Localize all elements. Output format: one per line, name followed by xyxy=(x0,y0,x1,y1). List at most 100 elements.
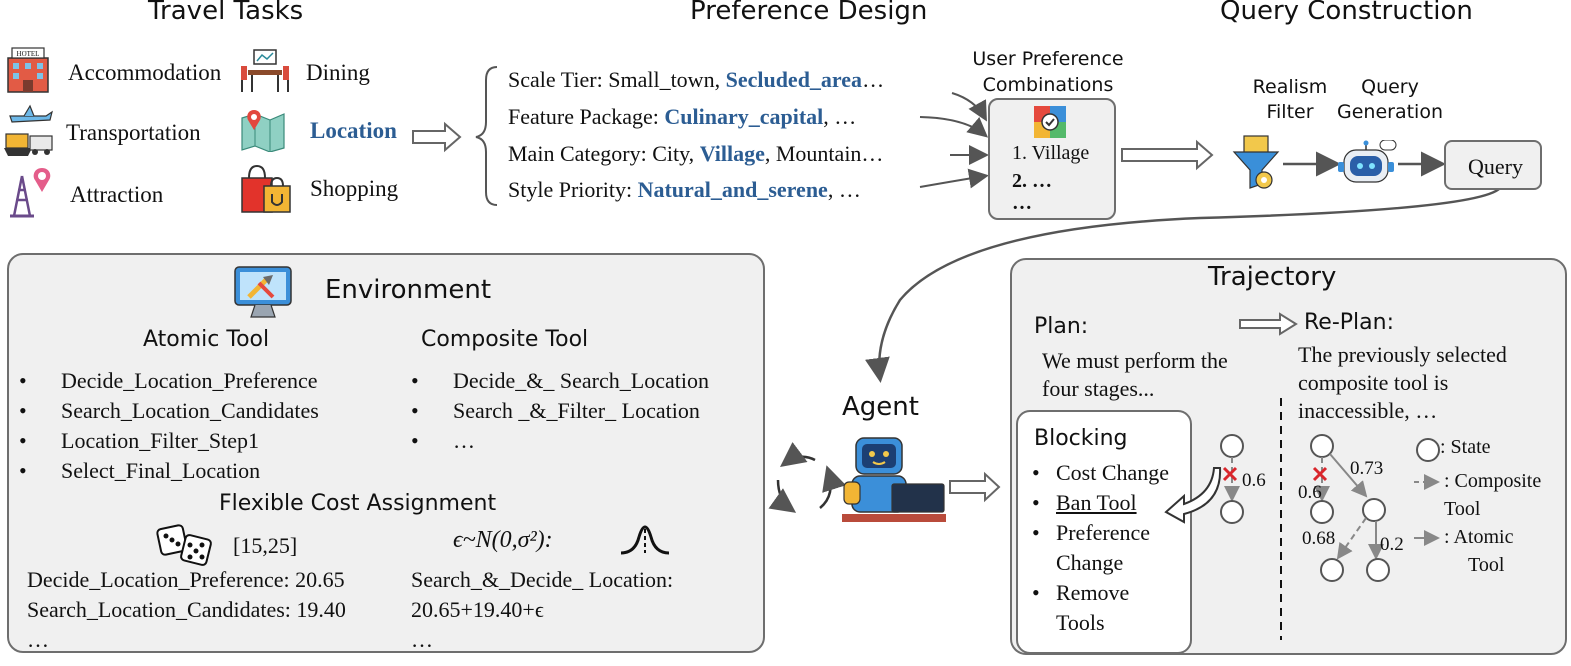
legend-composite-arrow xyxy=(1414,474,1440,490)
agent-label: Agent xyxy=(842,392,919,422)
user-preference-combinations-label: User Preference Combinations xyxy=(972,48,1124,96)
composite-cost-row: Search_&_Decide_ Location: xyxy=(411,567,674,592)
atomic-tool-item: Decide_Location_Preference xyxy=(61,368,318,393)
legend-state-label: : State xyxy=(1440,436,1491,458)
dice-icon xyxy=(156,524,212,566)
combo-item-1: 1. Village xyxy=(1012,142,1090,164)
query-to-agent-arrow xyxy=(865,187,1501,383)
blocking-title: Blocking xyxy=(1034,426,1128,451)
composite-tool-item: … xyxy=(453,428,475,453)
transportation-icon xyxy=(4,104,53,156)
monitor-tools-icon xyxy=(234,266,292,318)
atomic-tool-item: Location_Filter_Step1 xyxy=(61,428,259,453)
left-tree-weight: 0.6 xyxy=(1242,470,1266,491)
task-attraction: Attraction xyxy=(70,182,164,207)
legend-composite-label: Tool xyxy=(1444,498,1481,520)
atomic-cost-row: Decide_Location_Preference: 20.65 xyxy=(27,567,345,592)
pref-label: Main Category: xyxy=(508,141,653,166)
noise-formula: ϵ~N(0,σ²): xyxy=(453,527,553,553)
brace xyxy=(475,66,498,206)
dining-icon xyxy=(241,49,289,92)
trajectory-panel: Trajectory Plan: We must perform the fou… xyxy=(1010,258,1567,655)
atomic-tool-title: Atomic Tool xyxy=(143,327,270,352)
pref-highlight: Secluded_area xyxy=(725,67,863,92)
left-tree xyxy=(1220,434,1244,524)
pref-arrow-4 xyxy=(919,168,989,189)
preference-design-title: Preference Design xyxy=(690,0,928,26)
dashed-separator xyxy=(1280,398,1282,640)
task-accommodation: Accommodation xyxy=(68,60,222,85)
atomic-tool-item: Search_Location_Candidates xyxy=(61,398,319,423)
bell-curve-icon xyxy=(620,525,670,555)
funnel-gear-icon xyxy=(1232,135,1280,189)
replan-text-line: composite tool is xyxy=(1298,370,1449,395)
pref-highlight: Village xyxy=(699,141,765,166)
composite-cost-row: 20.65+19.40+ϵ xyxy=(411,597,544,622)
hollow-arrow xyxy=(1121,139,1214,171)
pref-highlight: Culinary_capital xyxy=(664,104,824,129)
blocking-item: Change xyxy=(1056,550,1124,575)
pref-row-main-category: Main Category: City, Village, Mountain… xyxy=(508,141,883,167)
pref-row-scale-tier: Scale Tier: Small_town, Secluded_area… xyxy=(508,67,884,93)
pref-row-feature-package: Feature Package: Culinary_capital, … xyxy=(508,104,856,130)
pref-label: Style Priority: xyxy=(508,177,638,202)
blocking-item: Preference xyxy=(1056,520,1151,545)
composite-tool-item: • xyxy=(411,428,419,453)
combo-item-3: … xyxy=(1012,192,1032,214)
task-shopping: Shopping xyxy=(310,176,399,201)
hollow-arrow xyxy=(949,471,1001,503)
blocking-item: Cost Change xyxy=(1056,460,1170,485)
travel-tasks-title: Travel Tasks xyxy=(148,0,304,26)
realism-filter-label: Realism Filter xyxy=(1252,76,1328,123)
blocking-bullet: • xyxy=(1032,490,1040,515)
composite-tool-item: Search _&_Filter_ Location xyxy=(453,398,700,423)
query-box-label: Query xyxy=(1468,154,1523,179)
atomic-tool-item: • xyxy=(19,368,27,393)
hotel-icon: HOTEL xyxy=(7,47,49,93)
task-transportation: Transportation xyxy=(66,120,201,145)
blocking-bullet: • xyxy=(1032,520,1040,545)
pref-plain: City, xyxy=(652,141,700,166)
robot-icon xyxy=(1338,140,1397,183)
task-dining: Dining xyxy=(306,60,370,85)
composite-cost-row: … xyxy=(411,627,433,652)
legend-state-icon xyxy=(1416,438,1440,462)
query-generation-label: Query Generation xyxy=(1337,76,1443,123)
composite-tool-item: Decide_&_ Search_Location xyxy=(453,368,709,393)
plan-text-line: We must perform the xyxy=(1042,348,1228,373)
trajectory-title: Trajectory xyxy=(1208,262,1337,292)
pref-row-style-priority: Style Priority: Natural_and_serene, … xyxy=(508,177,861,203)
atomic-tool-item: Select_Final_Location xyxy=(61,458,261,483)
right-tree-weight: 0.68 xyxy=(1302,528,1336,549)
agent-robot-icon xyxy=(842,437,946,522)
composite-tool-item: • xyxy=(411,368,419,393)
flexible-cost-title: Flexible Cost Assignment xyxy=(219,491,497,516)
attraction-icon xyxy=(10,168,51,218)
blocking-box: Blocking • Cost Change • Ban Tool • Pref… xyxy=(1016,410,1192,654)
task-location: Location xyxy=(310,118,397,143)
composite-tool-title: Composite Tool xyxy=(421,327,589,352)
right-tree xyxy=(1310,434,1390,582)
map-icon xyxy=(241,110,285,152)
pref-label: Feature Package: xyxy=(508,104,665,129)
hotel-sign-text: HOTEL xyxy=(17,50,40,58)
right-tree-weight: 0.6 xyxy=(1298,482,1322,503)
right-tree-weight: 0.73 xyxy=(1350,458,1384,479)
blocking-item: Remove xyxy=(1056,580,1130,605)
pref-plain: Small_town, xyxy=(608,67,726,92)
pref-tail: , Mountain… xyxy=(764,141,884,166)
pref-tail: … xyxy=(862,67,885,92)
replan-text-line: inaccessible, … xyxy=(1298,398,1438,423)
pref-arrow-1 xyxy=(951,92,987,122)
puzzle-check-icon xyxy=(1034,106,1066,138)
right-tree-weight: 0.2 xyxy=(1380,534,1404,555)
atomic-cost-row: … xyxy=(27,627,49,652)
shopping-bag-icon xyxy=(241,164,291,213)
legend-atomic-label: : Atomic xyxy=(1444,526,1514,548)
legend-composite-label: : Composite xyxy=(1444,470,1542,492)
cycle-arrows xyxy=(768,442,846,513)
cost-range: [15,25] xyxy=(233,533,298,558)
environment-panel: Environment Atomic Tool Composite Tool •… xyxy=(7,253,765,653)
replan-text-line: The previously selected xyxy=(1298,342,1507,367)
pref-label: Scale Tier: xyxy=(508,67,609,92)
